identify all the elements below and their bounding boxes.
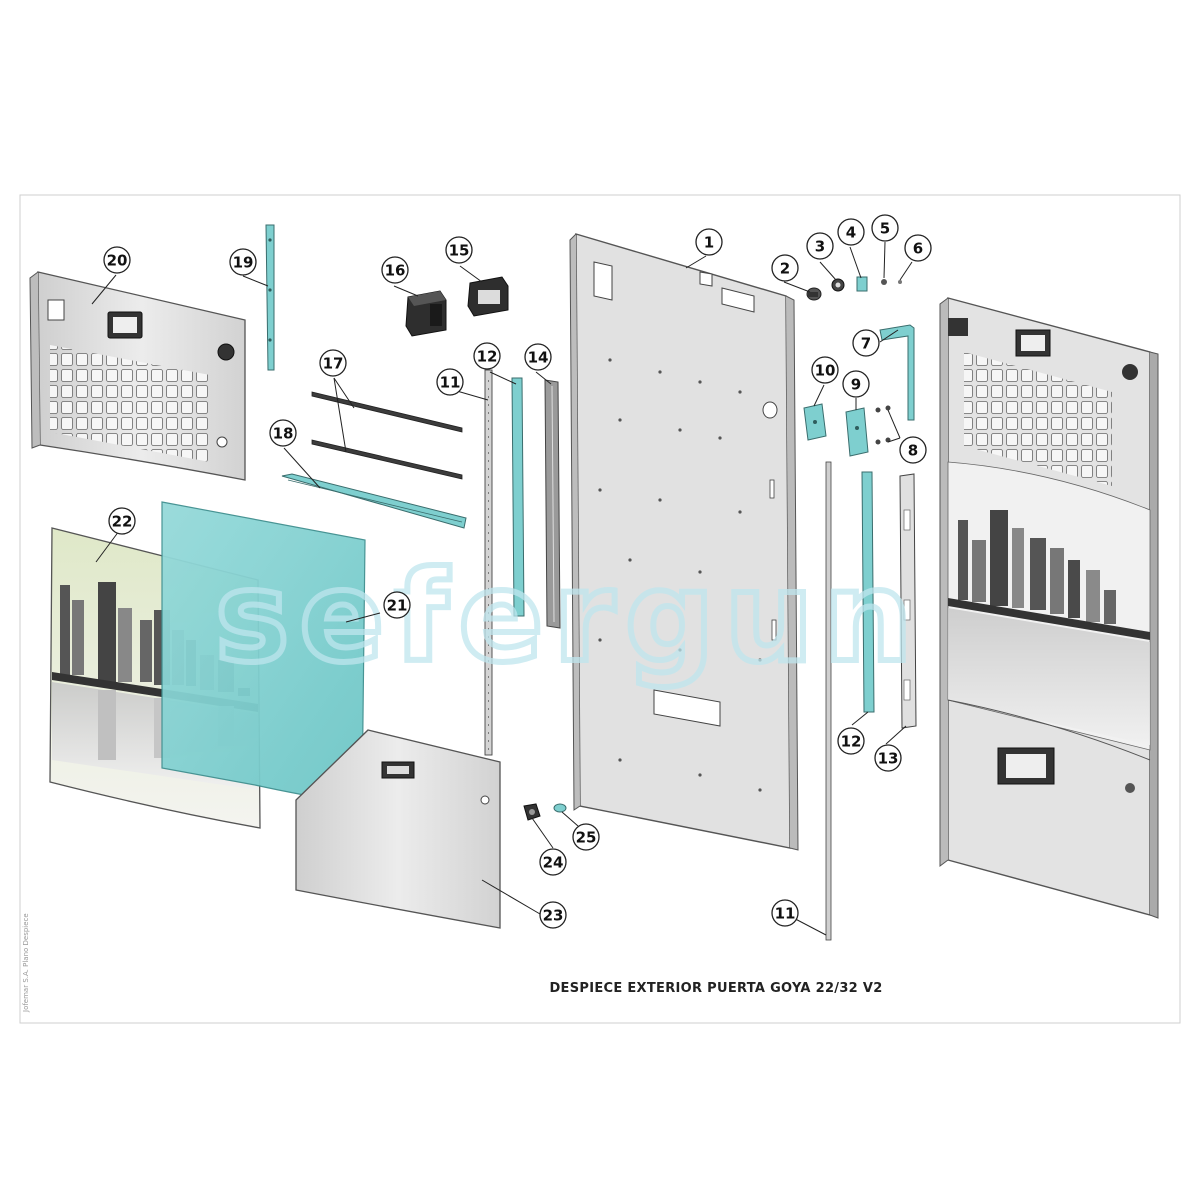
callout-12-left: 12	[473, 342, 501, 370]
part-12-profile-left	[511, 377, 525, 617]
part-15-box	[467, 276, 509, 317]
part-17-rails	[311, 391, 463, 480]
callout-10: 10	[811, 356, 839, 384]
mounting-holes	[598, 358, 762, 792]
part-18-rail	[281, 473, 467, 529]
svg-text:5: 5	[880, 220, 890, 238]
svg-text:17: 17	[323, 355, 344, 373]
callout-25: 25	[572, 823, 600, 851]
svg-text:11: 11	[440, 374, 461, 392]
svg-text:12: 12	[477, 348, 498, 366]
callout-17: 17	[319, 349, 347, 377]
callout-13: 13	[874, 744, 902, 772]
callout-6: 6	[904, 234, 932, 262]
svg-text:9: 9	[851, 376, 861, 394]
part-25-fitting	[553, 803, 567, 813]
part-10-hinge-block	[803, 403, 827, 441]
part-20-upper-panel	[29, 271, 246, 481]
callout-22: 22	[108, 507, 136, 535]
callout-9: 9	[842, 370, 870, 398]
callout-20: 20	[103, 246, 131, 274]
callout-15: 15	[445, 236, 473, 264]
diagram-title: DESPIECE EXTERIOR PUERTA GOYA 22/32 V2	[549, 981, 882, 996]
svg-text:24: 24	[543, 854, 564, 872]
callout-14: 14	[524, 343, 552, 371]
callouts: 1 2 3 4 5 6 7 8 9 10 11 11 12 12 13 14 1…	[103, 214, 932, 929]
lock-hole-icon	[217, 343, 235, 361]
watermark-text: sefergun	[215, 545, 922, 690]
svg-text:14: 14	[528, 349, 549, 367]
part-9-hinge-block	[845, 407, 869, 457]
assembled-door	[939, 297, 1159, 919]
callout-3: 3	[806, 232, 834, 260]
part-7-bracket	[879, 324, 915, 421]
part-3-washer	[831, 278, 845, 292]
part-13-profile	[899, 473, 917, 729]
part-14-profile	[544, 379, 561, 629]
svg-text:25: 25	[576, 829, 597, 847]
side-note: Jofemar S.A. Plano Despiece	[22, 913, 30, 1013]
svg-text:12: 12	[841, 733, 862, 751]
callout-2: 2	[771, 254, 799, 282]
svg-text:2: 2	[780, 260, 790, 278]
part-1-door-plate	[569, 233, 799, 851]
part-4-nut	[856, 276, 868, 292]
callout-1: 1	[695, 228, 723, 256]
svg-text:18: 18	[273, 425, 294, 443]
svg-text:13: 13	[878, 750, 899, 768]
svg-text:10: 10	[815, 362, 836, 380]
callout-11-left: 11	[436, 368, 464, 396]
svg-text:19: 19	[233, 254, 254, 272]
callout-21: 21	[383, 591, 411, 619]
svg-text:23: 23	[543, 907, 564, 925]
callout-23: 23	[539, 901, 567, 929]
callout-4: 4	[837, 218, 865, 246]
part-6-pin	[898, 280, 902, 284]
svg-text:22: 22	[112, 513, 133, 531]
callout-19: 19	[229, 248, 257, 276]
part-24-fitting	[523, 803, 541, 821]
callout-8: 8	[899, 436, 927, 464]
svg-text:21: 21	[387, 597, 408, 615]
part-16-box	[405, 290, 447, 337]
part-5-screw	[881, 279, 887, 285]
svg-text:15: 15	[449, 242, 470, 260]
svg-text:20: 20	[107, 252, 128, 270]
part-11-strip-right	[825, 461, 832, 941]
callout-11-right: 11	[771, 899, 799, 927]
svg-text:4: 4	[846, 224, 856, 242]
svg-text:6: 6	[913, 240, 923, 258]
callout-16: 16	[381, 256, 409, 284]
part-2-lock-cylinder	[806, 287, 822, 301]
part-23-lower-panel	[295, 729, 501, 929]
callout-12-right: 12	[837, 727, 865, 755]
callout-5: 5	[871, 214, 899, 242]
svg-text:1: 1	[704, 234, 714, 252]
part-8-screws	[875, 405, 891, 445]
part-11-strip-left	[484, 369, 493, 756]
callout-7: 7	[852, 329, 880, 357]
callout-24: 24	[539, 848, 567, 876]
svg-text:16: 16	[385, 262, 406, 280]
drawing-frame	[19, 194, 1181, 1024]
callout-18: 18	[269, 419, 297, 447]
part-12-profile-right	[861, 471, 875, 713]
svg-text:8: 8	[908, 442, 918, 460]
svg-text:11: 11	[775, 905, 796, 923]
svg-text:7: 7	[861, 335, 871, 353]
part-19-bracket	[265, 224, 275, 371]
svg-text:3: 3	[815, 238, 825, 256]
